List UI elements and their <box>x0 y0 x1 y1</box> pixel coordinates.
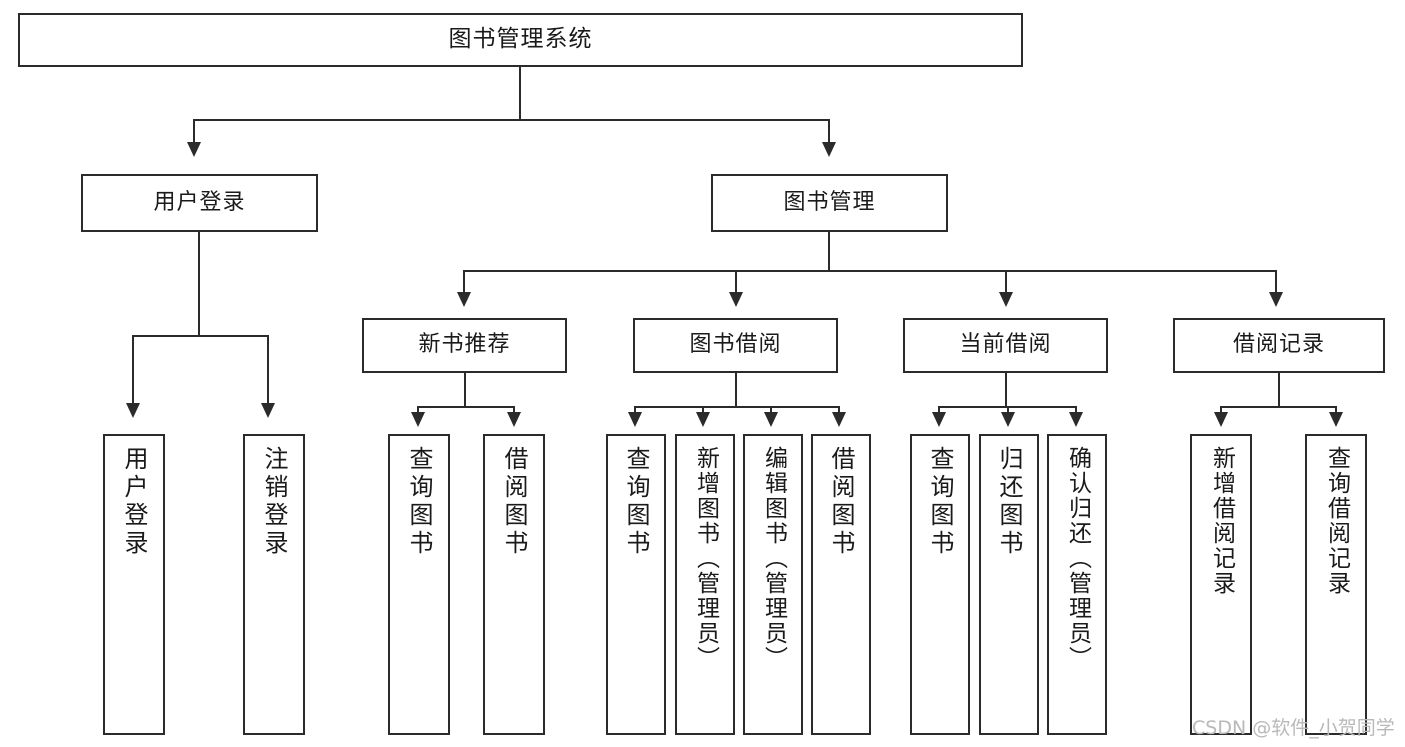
leaf-label: 借阅图书 <box>827 446 855 558</box>
leaf-book-borrow-4[interactable]: 借阅图书 <box>811 434 871 735</box>
node-root-book-management-system[interactable]: 图书管理系统 <box>18 13 1023 67</box>
leaf-label: 归还图书 <box>995 446 1023 558</box>
connector-br-stem <box>1278 373 1280 408</box>
leaf-new-book-recommend-1[interactable]: 查询图书 <box>388 434 450 735</box>
node-label: 当前借阅 <box>959 332 1052 358</box>
leaf-book-borrow-2[interactable]: 新增图书（管理员） <box>675 434 735 735</box>
leaf-label: 编辑图书（管理员） <box>760 446 787 671</box>
connector-root-to-book-management <box>828 119 830 144</box>
node-label: 用户登录 <box>153 189 246 215</box>
connector-cb-drop-2 <box>1007 406 1009 416</box>
connector-bb-drop-2 <box>702 406 704 416</box>
arrow-cb-leaf-2 <box>1001 412 1015 427</box>
node-label: 图书管理 <box>783 189 876 215</box>
node-new-book-recommend[interactable]: 新书推荐 <box>362 318 567 373</box>
connector-nbr-bus <box>417 406 515 408</box>
connector-br-drop-2 <box>1335 406 1337 416</box>
connector-bm-drop-1 <box>463 270 465 294</box>
node-label: 图书管理系统 <box>448 26 593 53</box>
node-label: 新书推荐 <box>418 332 511 358</box>
connector-br-bus <box>1220 406 1337 408</box>
node-borrow-record[interactable]: 借阅记录 <box>1173 318 1385 373</box>
arrow-bm-to-current-borrow <box>999 292 1013 307</box>
arrow-br-leaf-2 <box>1329 412 1343 427</box>
connector-cb-drop-1 <box>938 406 940 416</box>
leaf-user-login-2[interactable]: 注销登录 <box>243 434 305 735</box>
arrow-bb-leaf-4 <box>832 412 846 427</box>
connector-user-login-bus <box>132 335 269 337</box>
node-user-login[interactable]: 用户登录 <box>81 174 318 232</box>
connector-user-login-drop-2 <box>267 335 269 405</box>
arrow-cb-leaf-3 <box>1069 412 1083 427</box>
arrow-bm-to-book-borrow <box>729 292 743 307</box>
node-current-borrow[interactable]: 当前借阅 <box>903 318 1108 373</box>
arrow-nbr-leaf-2 <box>507 412 521 427</box>
csdn-watermark: CSDN @软件_小贺同学 <box>1192 717 1395 739</box>
leaf-current-borrow-2[interactable]: 归还图书 <box>979 434 1039 735</box>
connector-bb-drop-1 <box>634 406 636 416</box>
connector-nbr-drop-1 <box>417 406 419 416</box>
leaf-borrow-record-2[interactable]: 查询借阅记录 <box>1305 434 1367 735</box>
arrow-bm-to-new-book-recommend <box>457 292 471 307</box>
node-book-borrow[interactable]: 图书借阅 <box>633 318 838 373</box>
leaf-label: 新增图书（管理员） <box>692 446 719 671</box>
arrow-user-login-leaf-2 <box>261 403 275 418</box>
connector-book-management-stem <box>828 232 830 272</box>
leaf-current-borrow-1[interactable]: 查询图书 <box>910 434 970 735</box>
connector-cb-stem <box>1005 373 1007 408</box>
node-book-management[interactable]: 图书管理 <box>711 174 948 232</box>
leaf-label: 注销登录 <box>260 446 288 558</box>
arrow-root-to-user-login <box>187 142 201 157</box>
leaf-label: 借阅图书 <box>500 446 528 558</box>
leaf-book-borrow-3[interactable]: 编辑图书（管理员） <box>743 434 803 735</box>
connector-root-stem <box>519 67 521 120</box>
connector-br-drop-1 <box>1220 406 1222 416</box>
arrow-root-to-book-management <box>822 142 836 157</box>
leaf-label: 查询图书 <box>405 446 433 558</box>
leaf-user-login-1[interactable]: 用户登录 <box>103 434 165 735</box>
connector-user-login-stem <box>198 232 200 336</box>
connector-bm-drop-4 <box>1275 270 1277 294</box>
leaf-label: 新增借阅记录 <box>1208 446 1235 596</box>
leaf-current-borrow-3[interactable]: 确认归还（管理员） <box>1047 434 1107 735</box>
connector-bm-drop-3 <box>1005 270 1007 294</box>
leaf-label: 用户登录 <box>120 446 148 558</box>
arrow-bb-leaf-1 <box>628 412 642 427</box>
node-label: 图书借阅 <box>689 332 782 358</box>
connector-bb-drop-3 <box>770 406 772 416</box>
connector-bb-drop-4 <box>838 406 840 416</box>
connector-bb-stem <box>735 373 737 408</box>
leaf-label: 查询借阅记录 <box>1323 446 1350 596</box>
arrow-br-leaf-1 <box>1214 412 1228 427</box>
arrow-cb-leaf-1 <box>932 412 946 427</box>
connector-nbr-stem <box>464 373 466 408</box>
leaf-label: 确认归还（管理员） <box>1064 446 1091 671</box>
leaf-new-book-recommend-2[interactable]: 借阅图书 <box>483 434 545 735</box>
arrow-bb-leaf-2 <box>696 412 710 427</box>
leaf-label: 查询图书 <box>622 446 650 558</box>
connector-root-bus <box>193 119 829 121</box>
connector-book-management-bus <box>463 270 1277 272</box>
connector-bb-bus <box>634 406 839 408</box>
leaf-borrow-record-1[interactable]: 新增借阅记录 <box>1190 434 1252 735</box>
arrow-user-login-leaf-1 <box>126 403 140 418</box>
leaf-book-borrow-1[interactable]: 查询图书 <box>606 434 666 735</box>
connector-user-login-drop-1 <box>132 335 134 405</box>
leaf-label: 查询图书 <box>926 446 954 558</box>
connector-root-to-user-login <box>193 119 195 144</box>
arrow-nbr-leaf-1 <box>411 412 425 427</box>
node-label: 借阅记录 <box>1232 332 1325 358</box>
connector-bm-drop-2 <box>735 270 737 294</box>
connector-cb-drop-3 <box>1075 406 1077 416</box>
arrow-bm-to-borrow-record <box>1269 292 1283 307</box>
connector-nbr-drop-2 <box>513 406 515 416</box>
arrow-bb-leaf-3 <box>764 412 778 427</box>
